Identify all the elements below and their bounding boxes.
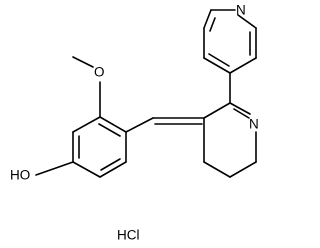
benzene-ring	[72, 116, 127, 178]
bond	[35, 161, 74, 176]
salt-label: HCl	[117, 228, 140, 243]
bond	[209, 17, 216, 32]
bond	[99, 161, 127, 178]
bond	[208, 53, 230, 67]
bond	[72, 161, 101, 178]
methoxy-group	[72, 56, 101, 118]
bond	[229, 102, 251, 115]
pyridine-nitrogen-label: N	[236, 3, 246, 18]
bond	[72, 56, 94, 68]
pyridine-ring	[203, 9, 257, 74]
bond	[203, 57, 231, 74]
ring-nitrogen-label: N	[249, 117, 259, 132]
bond	[99, 116, 127, 133]
hydroxyl-label: HO	[10, 168, 30, 183]
bond	[233, 108, 250, 119]
bond	[98, 123, 121, 137]
bond	[229, 161, 257, 178]
bond	[203, 9, 212, 29]
bond	[203, 161, 231, 178]
bond	[125, 117, 154, 133]
bond	[237, 14, 257, 29]
chemical-structure: N N O HO HCl	[10, 3, 259, 243]
methoxy-oxygen-label: O	[94, 65, 105, 80]
bond	[100, 158, 121, 171]
exocyclic-double-bond	[152, 117, 205, 125]
tetrahydropyridine-ring	[203, 102, 257, 178]
bond	[72, 116, 101, 133]
bond	[203, 102, 231, 119]
bond	[229, 57, 257, 74]
